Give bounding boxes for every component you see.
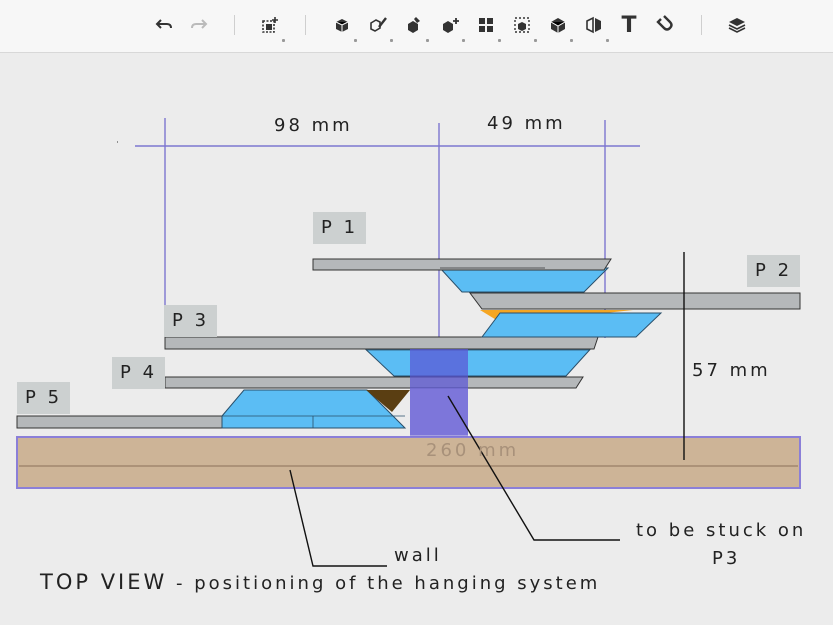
panel-tag-p2: P 2: [747, 255, 801, 287]
redo-icon[interactable]: [187, 13, 211, 37]
dimension-label-260: 260 mm: [426, 440, 520, 461]
wall-label: wall: [394, 545, 442, 566]
diagram-title: TOP VIEW - positioning of the hanging sy…: [40, 570, 600, 594]
panel-p4-shape: [164, 376, 584, 389]
move-tool-icon[interactable]: [438, 13, 465, 42]
cube-tool-icon[interactable]: [330, 13, 357, 42]
bracket-p5-shape: [221, 389, 407, 429]
magnet-icon[interactable]: [653, 13, 677, 37]
layers-icon[interactable]: [725, 13, 749, 37]
panel-p2-shape: [469, 292, 801, 310]
panel-tag-p4: P 4: [112, 357, 166, 389]
bracket-p2-shape: [481, 312, 663, 338]
panel-tag-p5: P 5: [17, 382, 71, 414]
bracket-p1-shape: [438, 267, 610, 293]
wall-shape: [16, 436, 801, 489]
dimension-label-49: 49 mm: [487, 113, 566, 134]
dimension-label-98: 98 mm: [274, 115, 353, 136]
diagram-title-main: TOP VIEW: [40, 570, 168, 594]
text-tool-icon[interactable]: T: [617, 12, 641, 38]
stuck-label-line1: to be stuck on: [636, 520, 807, 541]
panel-p1-shape: [312, 258, 612, 271]
paint-tool-icon[interactable]: [366, 13, 393, 42]
panel-tag-p3: P 3: [164, 305, 218, 337]
group-tool-icon[interactable]: [474, 13, 501, 42]
dark-wedge-shape: [366, 390, 410, 412]
stuck-leader-line: [447, 395, 620, 541]
panel-p3-shape: [164, 336, 599, 350]
stuck-label-line2: P3: [712, 548, 741, 569]
dimension-label-57: 57 mm: [692, 360, 771, 381]
panel-p5-shape: [16, 415, 228, 429]
mirror-cube-icon[interactable]: [582, 13, 609, 42]
design-canvas[interactable]: 98 mm 49 mm 57 mm 260 mm P 1 P 2 P 3 P 4…: [0, 53, 833, 625]
toolbar-separator: [701, 15, 702, 35]
diagram-title-sub: - positioning of the hanging system: [167, 573, 601, 594]
hanging-system-drawing: [16, 118, 801, 567]
align-tool-icon[interactable]: [510, 13, 537, 42]
toolbar-separator: [305, 15, 306, 35]
toolbar: T: [0, 0, 833, 53]
wall-leader-line: [289, 469, 387, 567]
eraser-cube-icon[interactable]: [402, 13, 429, 42]
text-tool-glyph: T: [621, 12, 637, 38]
toolbar-separator: [234, 15, 235, 35]
panel-tag-p1: P 1: [313, 212, 367, 244]
solid-cube-icon[interactable]: [546, 13, 573, 42]
undo-icon[interactable]: [152, 13, 176, 37]
add-object-icon[interactable]: [258, 13, 285, 42]
